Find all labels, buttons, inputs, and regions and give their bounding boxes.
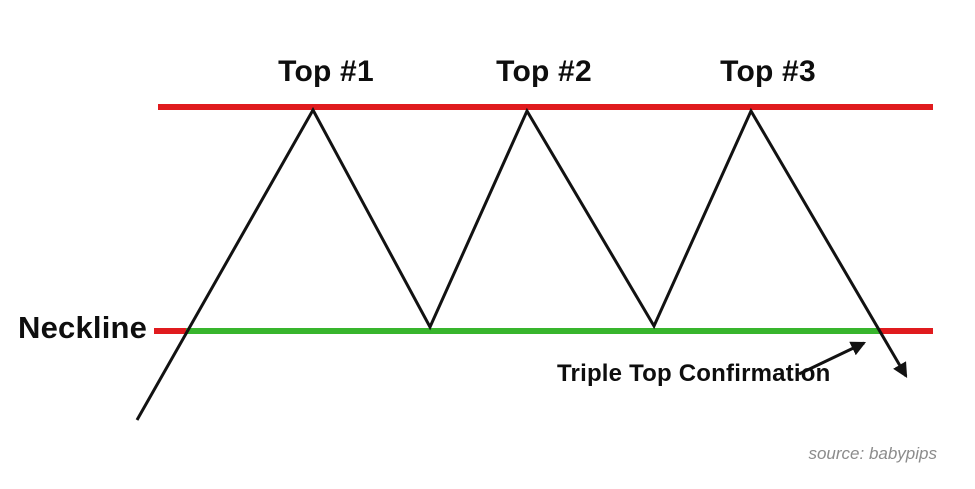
confirmation-arrow — [798, 341, 867, 376]
top-1-label: Top #1 — [278, 55, 374, 88]
triple-top-confirmation-label: Triple Top Confirmation — [557, 360, 831, 387]
price-zigzag-line — [135, 106, 908, 421]
neckline-label: Neckline — [18, 310, 148, 345]
top-3-label: Top #3 — [720, 55, 816, 88]
source-attribution: source: babypips — [808, 444, 937, 463]
top-2-label: Top #2 — [496, 55, 592, 88]
